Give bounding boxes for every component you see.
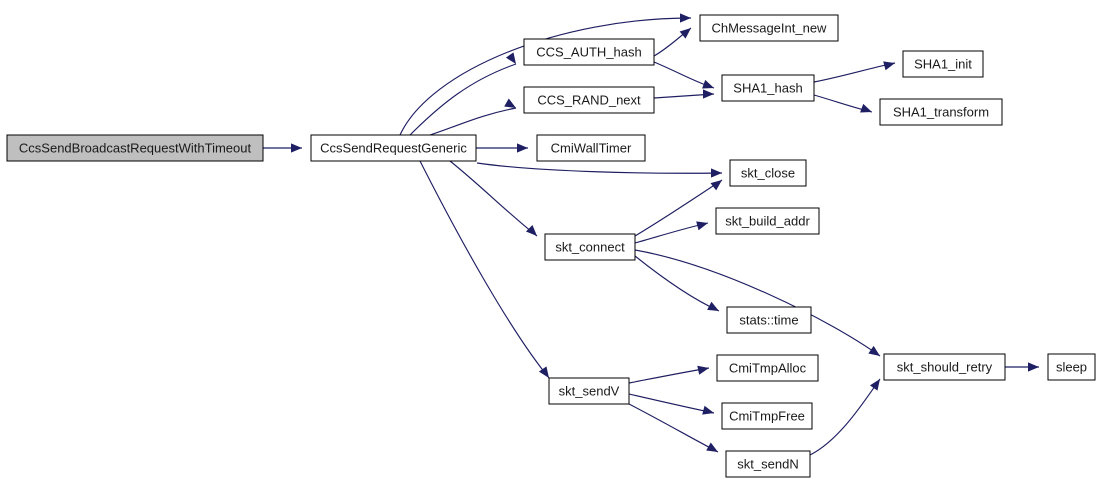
graph-node-sktsendn[interactable]: skt_sendN <box>725 450 811 478</box>
call-edge-sktconnect-to-statstime <box>634 255 720 312</box>
call-edge-sha1hash-to-sha1init <box>813 62 896 83</box>
edge-arrowhead <box>679 28 691 39</box>
node-box-chmessage[interactable] <box>699 14 839 42</box>
node-label-chmessage: ChMessageInt_new <box>712 20 828 35</box>
call-edge-sktconnect-to-sktbuildaddr <box>634 222 709 244</box>
node-label-root: CcsSendBroadcastRequestWithTimeout <box>19 140 252 155</box>
edge-arrowhead <box>680 13 691 23</box>
node-label-sktshouldretry: skt_should_retry <box>897 359 993 374</box>
edge-arrowhead <box>860 103 872 113</box>
node-box-sktbuildaddr[interactable] <box>715 207 820 235</box>
edge-arrowhead <box>291 143 302 153</box>
graph-node-ccsrand[interactable]: CCS_RAND_next <box>523 86 655 114</box>
edges-layer <box>263 17 1039 456</box>
edge-arrowhead <box>504 98 516 108</box>
edge-arrowhead <box>707 301 719 311</box>
call-edge-generic-to-chmessage <box>399 17 692 136</box>
edge-arrowhead <box>702 79 714 89</box>
node-box-sha1hash[interactable] <box>721 74 815 102</box>
graph-node-sktconnect[interactable]: skt_connect <box>544 233 636 261</box>
edge-arrowhead <box>711 168 722 178</box>
edge-arrowhead <box>517 143 528 153</box>
graph-node-ccsauth[interactable]: CCS_AUTH_hash <box>523 38 655 66</box>
node-label-cmitmpalloc: CmiTmpAlloc <box>729 360 807 375</box>
call-edge-sktsendn-to-sktshouldretry <box>809 378 881 456</box>
graph-node-chmessage[interactable]: ChMessageInt_new <box>699 14 839 42</box>
node-box-statstime[interactable] <box>726 306 812 334</box>
node-label-generic: CcsSendRequestGeneric <box>320 140 467 155</box>
node-label-sleep: sleep <box>1056 359 1087 374</box>
edge-arrowhead <box>702 405 714 415</box>
edge-arrowhead <box>697 365 709 375</box>
node-label-sha1hash: SHA1_hash <box>733 80 802 95</box>
node-label-sha1transform: SHA1_transform <box>893 104 989 119</box>
graph-node-cmiwalltimer[interactable]: CmiWallTimer <box>536 134 646 162</box>
call-edge-generic-to-ccsauth <box>409 63 517 136</box>
node-box-sktsendn[interactable] <box>725 450 811 478</box>
arrowheads-layer <box>291 13 1039 452</box>
edge-arrowhead <box>505 52 516 64</box>
node-label-sktclose: skt_close <box>741 165 795 180</box>
node-label-statstime: stats::time <box>739 312 798 327</box>
node-label-sktsendn: skt_sendN <box>737 456 798 471</box>
node-box-ccsauth[interactable] <box>523 38 655 66</box>
graph-node-sktsendv[interactable]: skt_sendV <box>548 377 630 405</box>
graph-node-sktbuildaddr[interactable]: skt_build_addr <box>715 207 820 235</box>
node-label-sktbuildaddr: skt_build_addr <box>725 213 810 228</box>
graph-node-statstime[interactable]: stats::time <box>726 306 812 334</box>
edge-arrowhead <box>696 221 708 231</box>
node-label-ccsauth: CCS_AUTH_hash <box>536 44 642 59</box>
graph-node-sktshouldretry[interactable]: skt_should_retry <box>883 353 1006 381</box>
graph-node-cmitmpalloc[interactable]: CmiTmpAlloc <box>716 354 819 382</box>
graph-node-root[interactable]: CcsSendBroadcastRequestWithTimeout <box>6 134 264 162</box>
edge-arrowhead <box>883 61 895 71</box>
edge-arrowhead <box>538 366 549 378</box>
graph-node-sha1init[interactable]: SHA1_init <box>902 50 984 78</box>
nodes-layer: CcsSendBroadcastRequestWithTimeout CcsSen… <box>6 14 1096 478</box>
graph-node-generic[interactable]: CcsSendRequestGeneric <box>310 134 477 162</box>
edge-arrowhead <box>1028 362 1039 372</box>
edge-arrowhead <box>525 224 537 236</box>
call-edge-sktsendv-to-cmitmpalloc <box>628 367 710 384</box>
call-edge-sktconnect-to-sktshouldretry <box>634 249 881 357</box>
edge-arrowhead <box>703 89 714 99</box>
node-box-sha1transform[interactable] <box>879 98 1003 126</box>
edge-arrowhead <box>869 379 880 391</box>
node-box-sktconnect[interactable] <box>544 233 636 261</box>
call-edge-generic-to-sktconnect <box>449 160 538 237</box>
graph-node-cmitmpfree[interactable]: CmiTmpFree <box>721 402 813 430</box>
graph-node-sleep[interactable]: sleep <box>1047 353 1096 381</box>
node-label-sktconnect: skt_connect <box>555 239 625 254</box>
node-label-cmitmpfree: CmiTmpFree <box>729 408 805 423</box>
call-edge-generic-to-sktsendv <box>419 160 550 379</box>
edge-arrowhead <box>706 442 718 452</box>
graph-node-sha1transform[interactable]: SHA1_transform <box>879 98 1003 126</box>
graph-node-sktclose[interactable]: skt_close <box>729 159 807 187</box>
node-box-sktshouldretry[interactable] <box>883 353 1006 381</box>
node-label-cmiwalltimer: CmiWallTimer <box>551 140 632 155</box>
node-box-cmiwalltimer[interactable] <box>536 134 646 162</box>
node-box-root[interactable] <box>6 134 264 162</box>
node-box-sha1init[interactable] <box>902 50 984 78</box>
call-edge-generic-to-ccsrand <box>429 107 517 136</box>
node-label-sktsendv: skt_sendV <box>559 383 620 398</box>
node-box-ccsrand[interactable] <box>523 86 655 114</box>
node-box-cmitmpfree[interactable] <box>721 402 813 430</box>
call-edge-generic-to-sktclose <box>476 162 723 174</box>
call-edge-sktconnect-to-sktclose <box>634 179 723 237</box>
edge-arrowhead <box>868 345 880 356</box>
node-box-generic[interactable] <box>310 134 477 162</box>
node-label-sha1init: SHA1_init <box>914 56 972 71</box>
node-box-sktclose[interactable] <box>729 159 807 187</box>
edge-arrowhead <box>710 180 722 191</box>
node-label-ccsrand: CCS_RAND_next <box>537 92 641 107</box>
node-box-sleep[interactable] <box>1047 353 1096 381</box>
graph-node-sha1hash[interactable]: SHA1_hash <box>721 74 815 102</box>
node-box-cmitmpalloc[interactable] <box>716 354 819 382</box>
node-box-sktsendv[interactable] <box>548 377 630 405</box>
